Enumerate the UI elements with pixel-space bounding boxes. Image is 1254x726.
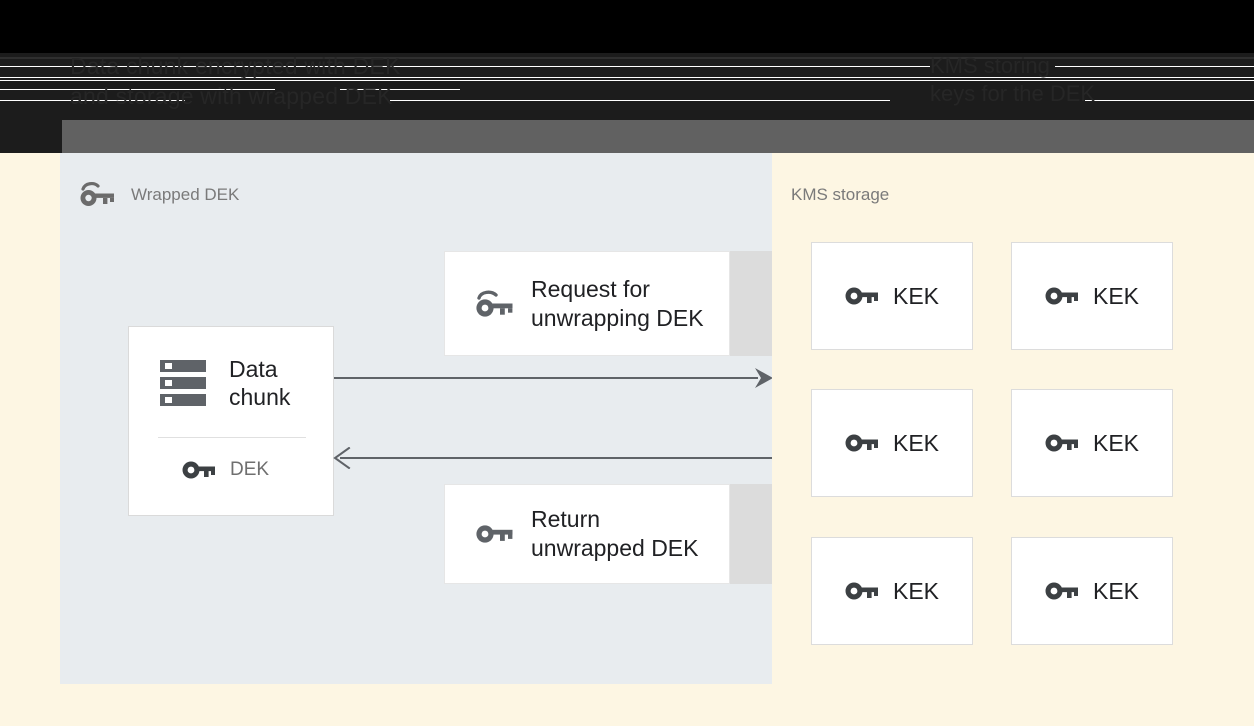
- request-message-card[interactable]: Request for unwrapping DEK: [444, 251, 730, 356]
- kek-card[interactable]: KEK: [811, 389, 973, 497]
- scanline-artifact: [340, 89, 460, 90]
- return-card-shadow: [730, 484, 772, 584]
- key-icon: [1045, 434, 1078, 452]
- scanline-artifact: [400, 66, 930, 67]
- scanline-artifact: [0, 77, 1254, 78]
- header-title: Data chunk encrypted with DEK: [70, 53, 401, 79]
- kek-card[interactable]: KEK: [1011, 537, 1173, 645]
- kek-card[interactable]: KEK: [1011, 242, 1173, 350]
- key-icon: [845, 434, 878, 452]
- key-icon: [1045, 582, 1078, 600]
- data-chunk-divider: [158, 437, 306, 438]
- return-message-card[interactable]: Return unwrapped DEK: [444, 484, 730, 584]
- window-top-bar: [0, 0, 1254, 53]
- data-chunk-card[interactable]: Data chunk DEK: [128, 326, 334, 516]
- kek-label: KEK: [892, 429, 940, 456]
- wrapped-dek-label: Wrapped DEK: [131, 185, 240, 204]
- kms-storage-label: KMS storage: [791, 185, 890, 204]
- header-gray-notch: [0, 120, 62, 153]
- key-icon: [845, 582, 878, 600]
- storage-icon: [160, 360, 206, 406]
- scanline-artifact: [0, 100, 185, 101]
- kek-label: KEK: [892, 577, 940, 604]
- scanline-artifact: [390, 100, 890, 101]
- request-message-text: Request for unwrapping DEK: [531, 275, 704, 331]
- dek-label: DEK: [230, 459, 270, 480]
- data-chunk-title: Data chunk: [229, 356, 291, 410]
- header-title-line2: and storage with wrapped DEK: [70, 83, 393, 109]
- scanline-artifact: [1085, 100, 1254, 101]
- kek-label: KEK: [1092, 577, 1140, 604]
- key-icon: [1045, 287, 1078, 305]
- key-icon: [476, 525, 513, 543]
- key-icon: [845, 287, 878, 305]
- dek-row: DEK: [182, 457, 269, 483]
- request-card-shadow: [730, 251, 772, 356]
- data-chunk-row: Data chunk: [159, 355, 290, 411]
- kek-card[interactable]: KEK: [1011, 389, 1173, 497]
- return-message-text: Return unwrapped DEK: [531, 506, 699, 561]
- scanline-artifact: [1055, 66, 1254, 67]
- header-subtitle: KMS storing keys for the DEK: [930, 53, 1096, 106]
- scanline-artifact: [0, 57, 1254, 59]
- scanline-artifact: [0, 66, 400, 67]
- request-arrow-head-icon: [755, 368, 773, 388]
- request-arrow-line: [334, 377, 758, 379]
- kek-label: KEK: [892, 282, 940, 309]
- header-gray-band: [0, 120, 1254, 153]
- kek-card[interactable]: KEK: [811, 242, 973, 350]
- scanline-artifact: [0, 80, 1254, 81]
- kek-label: KEK: [1092, 282, 1140, 309]
- response-arrow-head-icon: [333, 447, 351, 469]
- key-icon: [182, 461, 215, 479]
- response-arrow-line: [340, 457, 772, 459]
- wrapped-key-icon: [476, 290, 513, 317]
- wrapped-key-icon: [80, 182, 114, 206]
- kek-label: KEK: [1092, 429, 1140, 456]
- scanline-artifact: [0, 89, 275, 90]
- header-text-band: [0, 53, 1254, 120]
- kek-card[interactable]: KEK: [811, 537, 973, 645]
